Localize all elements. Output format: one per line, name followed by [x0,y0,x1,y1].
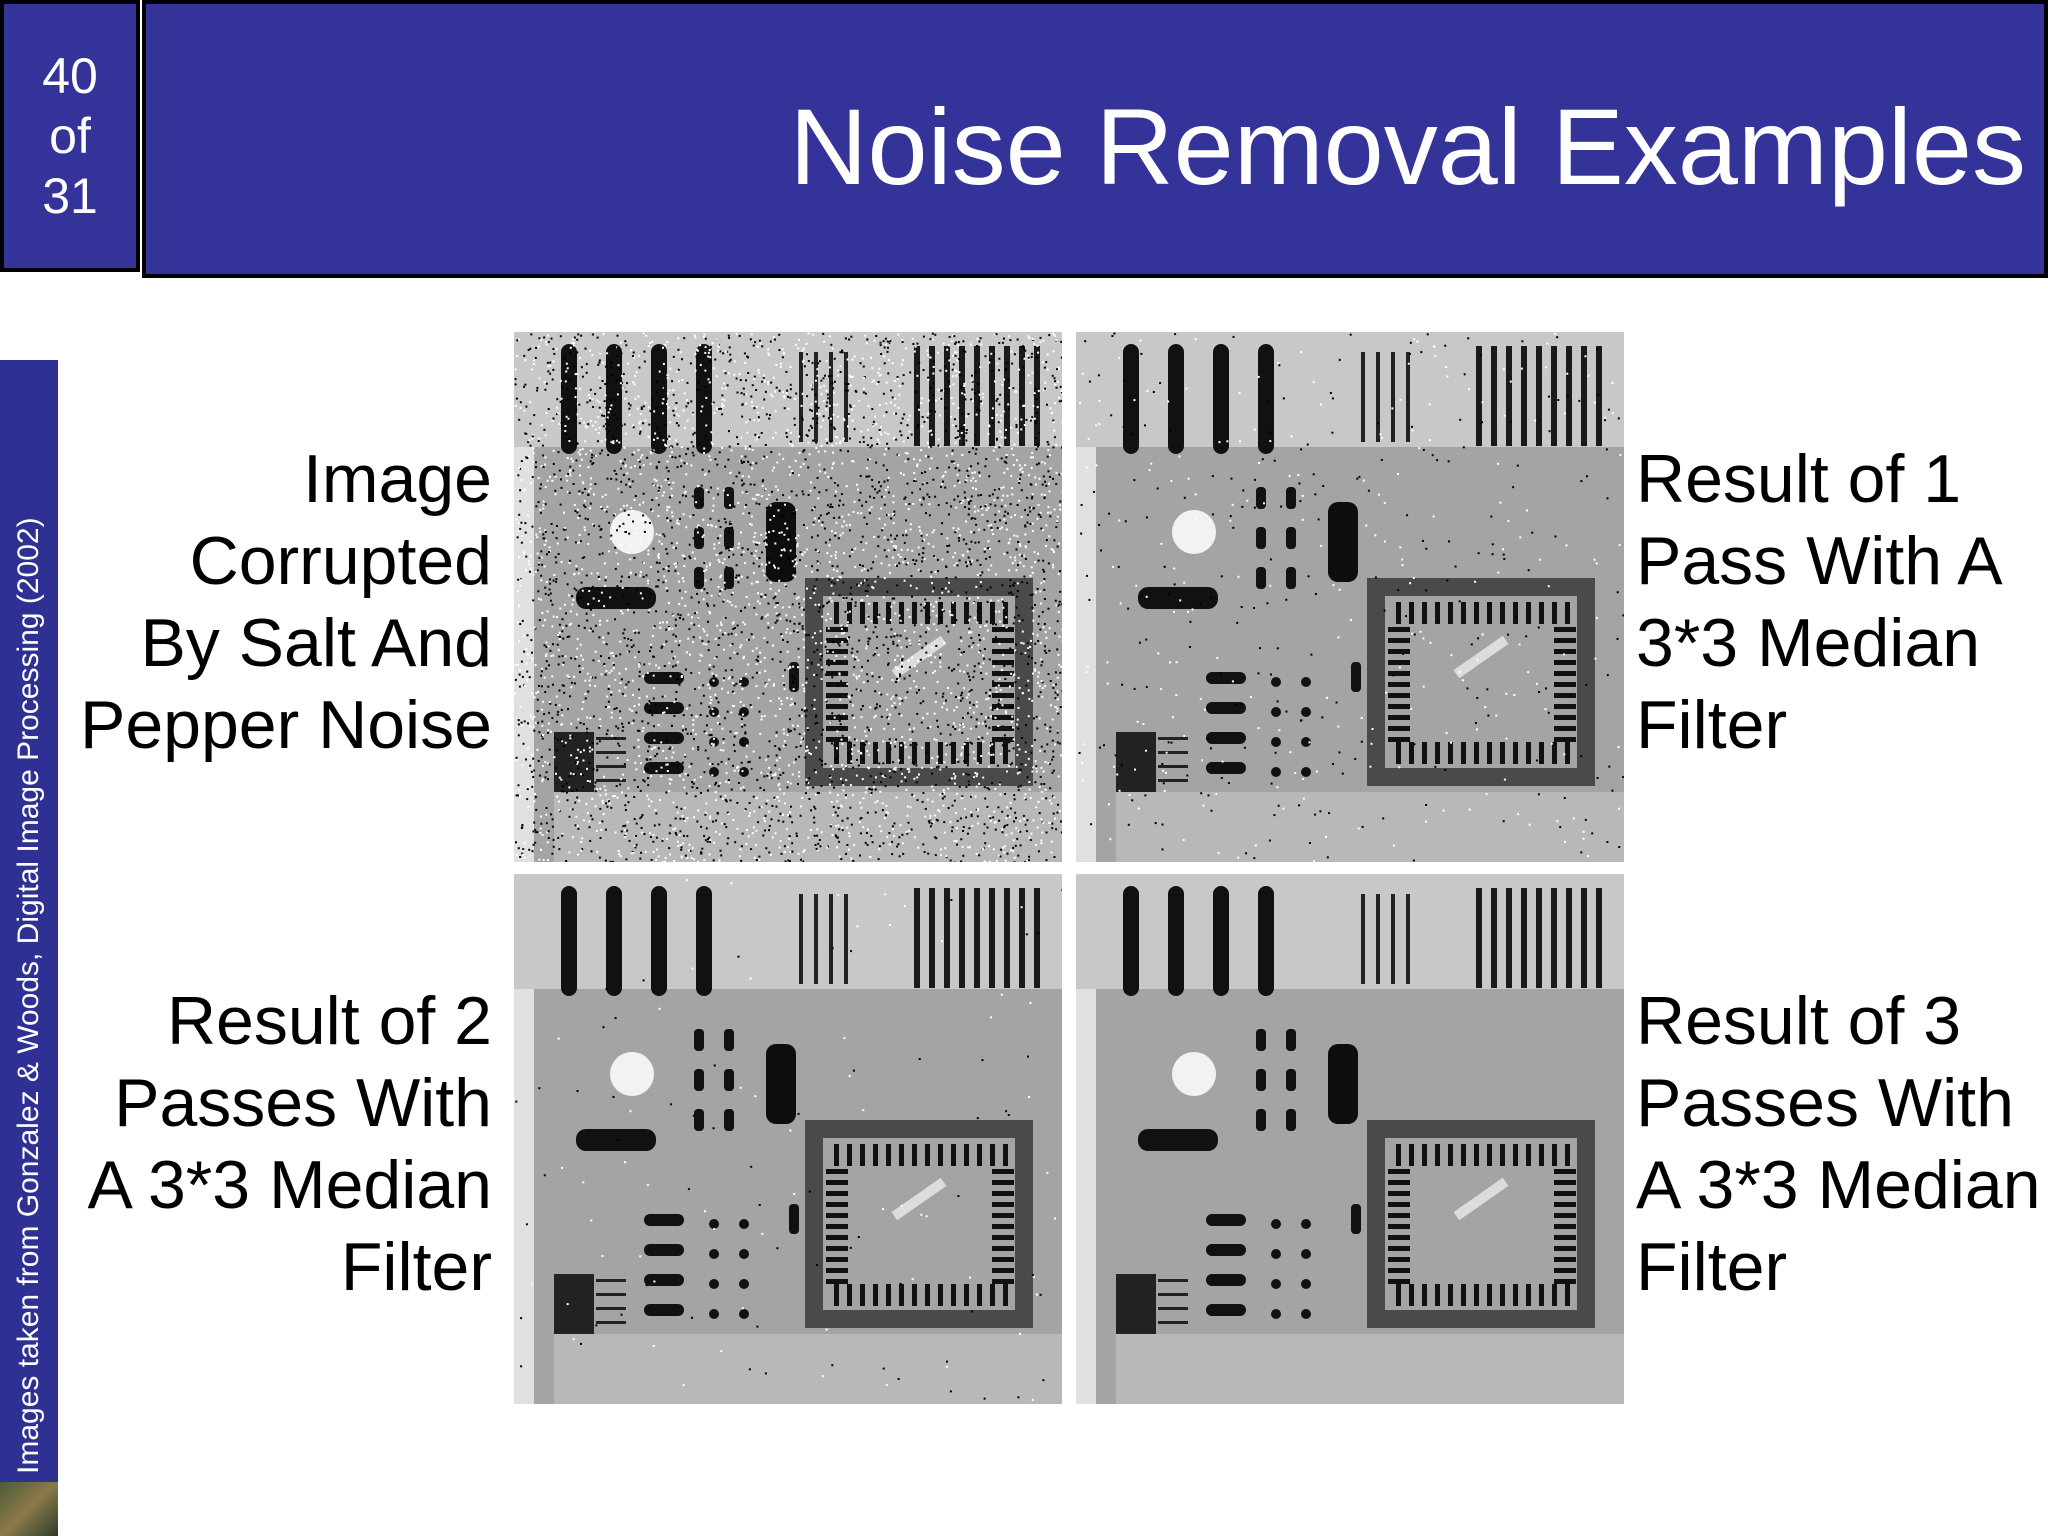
slide-number-total: 31 [42,168,98,224]
side-credit-text: Images taken from Gonzalez & Woods, Digi… [12,517,45,1474]
circuit-board-image [1076,874,1624,1404]
circuit-board-image [1076,332,1624,862]
caption-line: Filter [1636,687,1788,763]
caption-line: Result of 3 [1636,983,1962,1059]
caption-line: A 3*3 Median [87,1147,492,1223]
image-median-pass-3 [1076,874,1624,1404]
caption-line: Filter [1636,1229,1788,1305]
slide-number-current: 40 [42,48,98,104]
circuit-board-image [514,332,1062,862]
circuit-board-image [514,874,1062,1404]
caption-line: Passes With [114,1065,492,1141]
image-median-pass-1 [1076,332,1624,862]
caption-top-left: Image Corrupted By Salt And Pepper Noise [80,438,492,766]
slide-title: Noise Removal Examples [789,86,2026,207]
side-credit-bar [0,360,58,1536]
title-bar: Noise Removal Examples [142,0,2048,278]
image-median-pass-2 [514,874,1062,1404]
caption-line: Filter [340,1229,492,1305]
slide-number-box: 40 of 31 [0,0,140,272]
caption-line: Result of 1 [1636,441,1962,517]
slide-number-of: of [49,108,91,164]
caption-bottom-right: Result of 3 Passes With A 3*3 Median Fil… [1636,980,2041,1308]
caption-bottom-left: Result of 2 Passes With A 3*3 Median Fil… [87,980,492,1308]
caption-line: Image [303,441,492,517]
caption-line: Result of 2 [166,983,492,1059]
image-noisy [514,332,1062,862]
caption-line: 3*3 Median [1636,605,1981,681]
caption-line: Pass With A [1636,523,2003,599]
caption-line: A 3*3 Median [1636,1147,2041,1223]
corner-logo [0,1482,58,1536]
caption-top-right: Result of 1 Pass With A 3*3 Median Filte… [1636,438,2003,766]
caption-line: Passes With [1636,1065,2014,1141]
caption-line: Pepper Noise [79,687,492,763]
caption-line: By Salt And [140,605,492,681]
caption-line: Corrupted [189,523,492,599]
